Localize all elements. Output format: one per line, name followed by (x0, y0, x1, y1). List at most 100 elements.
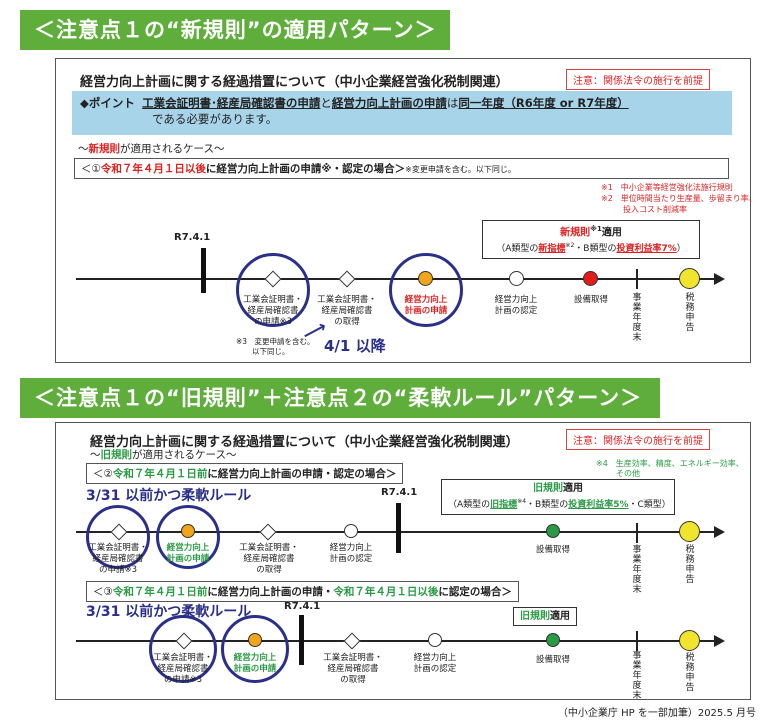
case3-box: ＜③令和７年４月１日前に経営力向上計画の申請・令和７年４月１日以後に認定の場合＞ (86, 581, 519, 602)
old-case-subtitle: ～旧規則が適用されるケース～ (90, 447, 236, 462)
dot-plan-apply (418, 271, 433, 286)
label3-apply-0: 経営力向上 (233, 653, 277, 663)
label-cert-apply: 工業会証明書・ 経産局確認書 の申請※3 (236, 295, 310, 328)
label3-cert-0: 経営力向上 (413, 653, 457, 663)
label2-acq-1: 経産局確認書 (243, 554, 295, 564)
note-3b: 以下同じ。 (252, 347, 290, 356)
rule-detail-mid: ・B類型の (574, 244, 617, 255)
note-2: ※2 単位時間当たり生産量、歩留まり率、 (601, 194, 757, 203)
note-4b: その他 (616, 469, 640, 478)
point-prefix: ◆ポイント (80, 96, 135, 110)
timeline-2-arrowhead (714, 526, 725, 538)
label2-acq-2: の取得 (256, 565, 282, 575)
label3-equipment: 設備取得 (535, 655, 570, 665)
sub-post: が適用されるケース～ (120, 143, 225, 155)
new-rule-box: 新規則※1適用 （A類型の新指標※2・B類型の投資利益率7%） (482, 220, 700, 260)
note-2b: 投入コスト削減率 (623, 205, 687, 214)
old-rule-title-post: 適用 (563, 483, 583, 494)
label2-cert-apply-2: の申請※3 (98, 565, 138, 575)
case3-red1: 令和７年４月１日前 (112, 586, 208, 598)
label-cert-apply-2: の申請※3 (253, 317, 293, 327)
label3-cert-1: 計画の認定 (413, 664, 457, 674)
label2-cert-apply-1: 経産局確認書 (92, 554, 144, 564)
label2-cert-acquire: 工業会証明書・ 経産局確認書 の取得 (232, 543, 306, 576)
label-apply-1: 計画の申請 (404, 306, 448, 316)
rule-detail-post: ） (676, 244, 686, 255)
old-detail-sup: ※4 (517, 498, 527, 505)
dot2-tax-filing (679, 521, 700, 542)
case2-pre: ＜② (93, 468, 113, 480)
label3-fiscal-year-end: 事業年度末 (632, 651, 642, 701)
label3-acq-0: 工業会証明書・ (323, 653, 383, 663)
label3-acq-2: の取得 (340, 675, 366, 685)
timeline-3 (76, 640, 716, 642)
label3-plan-apply: 経営力向上 計画の申請 (221, 653, 289, 675)
r741-label-3: R7.4.1 (284, 601, 321, 612)
law-note-2: 注意：関係法令の施行を前提 (566, 429, 710, 450)
rule-title-pre: 新規則 (560, 227, 591, 239)
label3-tax-filing: 税務申告 (685, 653, 695, 693)
panel-title: 経営力向上計画に関する経過措置について（中小企業経営強化税制関連） (80, 75, 509, 90)
label-equipment: 設備取得 (573, 295, 608, 305)
old-detail-pre: （A類型の (448, 500, 491, 510)
note-4a: ※4 生産効率、精度、エネルギー効率、 (596, 459, 744, 468)
fy-tick-3 (636, 631, 638, 651)
dot2-plan-cert (344, 524, 358, 538)
dot2-equipment (546, 524, 560, 538)
point-part3: 経営力向上計画の申請 (331, 96, 447, 110)
case3-red2: 令和７年４月１日以後 (333, 586, 439, 598)
timeline-1-arrowhead (714, 273, 725, 285)
rule-detail-sup: ※2 (565, 242, 575, 250)
label3-cert-apply-0: 工業会証明書・ (153, 653, 213, 663)
source-credit: （中小企業庁 HP を一部加筆）2025.5 月号 (557, 708, 756, 719)
flex-rule-label-1: 3/31 以前かつ柔軟ルール (86, 488, 252, 504)
old-sub-em: 旧規則 (100, 449, 133, 461)
ring2-plan-apply (156, 505, 220, 569)
label2-cert-apply-0: 工業会証明書・ (88, 543, 148, 553)
sub-pre: ～ (78, 143, 89, 155)
case1-mid: に経営力向上計画の申請※・認定の場合＞ (205, 163, 406, 175)
label2-apply-0: 経営力向上 (166, 543, 210, 553)
rule-detail-red2: 投資利益率7% (616, 244, 677, 255)
r741-bar-2 (396, 503, 401, 553)
label-plan-apply: 経営力向上 計画の申請 (389, 295, 463, 317)
ring-plan-apply (389, 253, 463, 327)
diamond3-cert-acquire (343, 632, 361, 650)
rule-detail-pre: （A類型の (496, 244, 539, 255)
dot3-plan-cert (428, 633, 442, 647)
point-box: ◆ポイント 工業会証明書･経産局確認書の申請と経営力向上計画の申請は同一年度（R… (72, 91, 732, 135)
old-rule-box-2: 旧規則適用 (513, 607, 577, 626)
flex-rule-label-2: 3/31 以前かつ柔軟ルール (86, 604, 252, 620)
label-apply-0: 経営力向上 (404, 295, 448, 305)
old-detail-g2: 投資利益率5% (568, 500, 629, 510)
label3-cert-apply: 工業会証明書・ 経産局確認書 の申請※3 (147, 653, 219, 686)
law-note: 注意：関係法令の施行を前提 (566, 69, 710, 90)
label-acq-1: 経産局確認書 (321, 306, 373, 316)
note-3a: ※3 変更申請を含む。 (236, 337, 315, 346)
label3-acq-1: 経産局確認書 (327, 664, 379, 674)
ring3-cert-apply (149, 615, 217, 683)
label2-fiscal-year-end: 事業年度末 (632, 545, 642, 595)
label-acq-2: の取得 (334, 317, 360, 327)
diamond2-cert-acquire (259, 523, 277, 541)
label-cert-0: 経営力向上 (494, 295, 538, 305)
old-detail-post: ・C類型） (628, 500, 671, 510)
label-cert-apply-0: 工業会証明書・ (243, 295, 303, 305)
label2-cert-1: 計画の認定 (329, 554, 373, 564)
point-part2: と (320, 96, 332, 110)
sub-em: 新規則 (88, 143, 121, 155)
r741-label-1: R7.4.1 (174, 232, 211, 243)
case2-red: 令和７年４月１日前 (112, 468, 208, 480)
rule-detail-red1: 新指標 (538, 244, 566, 255)
label2-acq-0: 工業会証明書・ (239, 543, 299, 553)
label3-cert-apply-1: 経産局確認書 (157, 664, 209, 674)
label2-cert-0: 経営力向上 (329, 543, 373, 553)
old-rule2-title-pre: 旧規則 (520, 611, 550, 622)
banner-old-rule: ＜注意点１の“旧規則”＋注意点２の“柔軟ルール”パターン＞ (20, 378, 660, 418)
rule-title-post: 適用 (601, 227, 622, 239)
dot3-equipment (546, 633, 560, 647)
label2-equipment: 設備取得 (535, 545, 570, 555)
label3-plan-cert: 経営力向上 計画の認定 (400, 653, 470, 675)
label-cert-acquire: 工業会証明書・ 経産局確認書 の取得 (310, 295, 384, 328)
old-sub-post: が適用されるケース～ (132, 449, 237, 461)
